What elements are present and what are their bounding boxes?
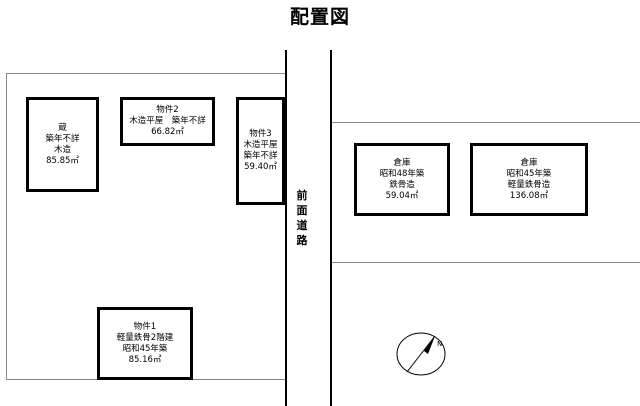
road-left-edge [285,50,287,406]
building-bukken1: 物件1 軽量鉄骨2階建 昭和45年築 85.16㎡ [97,307,193,380]
road-right-edge [330,50,332,406]
right-lot-lower-line [332,262,640,263]
building-bukken2: 物件2 木造平屋 築年不詳 66.82㎡ [120,97,215,146]
diagram-title: 配置図 [289,6,350,28]
north-arrow-icon: N [396,332,446,376]
road-label: 前 面 道 路 [296,189,308,247]
left-lot-left-boundary [6,73,7,380]
right-lot-upper-line [332,122,640,123]
svg-text:N: N [437,340,442,348]
left-lot-top-boundary [6,73,286,74]
building-souko-1: 倉庫 昭和48年築 鉄骨造 59.04㎡ [354,143,450,216]
building-souko-2: 倉庫 昭和45年築 軽量鉄骨造 136.08㎡ [470,143,588,216]
building-kura: 蔵 築年不詳 木造 85.85㎡ [26,97,99,192]
building-bukken3: 物件3 木造平屋 築年不詳 59.40㎡ [236,97,285,205]
